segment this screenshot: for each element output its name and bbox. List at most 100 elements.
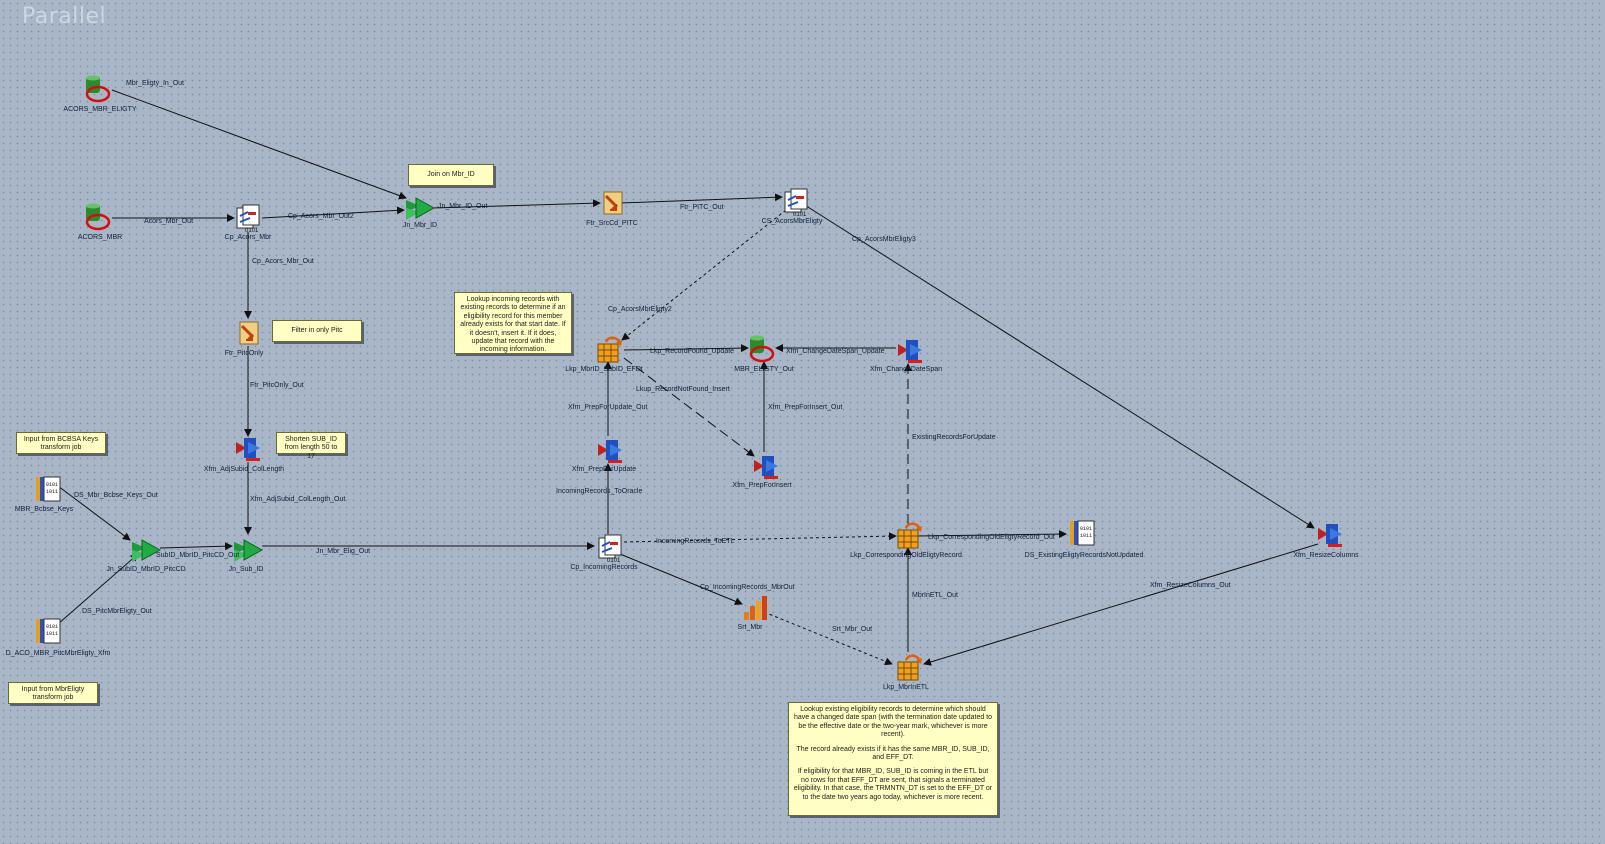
link-label: Cp_AcorsMbrEligty2 [608,306,672,313]
note-input-from-mbreligty[interactable]: Input from MbrEligty transform job [8,682,98,704]
svg-text:0101: 0101 [1080,526,1092,532]
stage-xfm-resizecolumns[interactable] [1314,518,1346,550]
stage-jn-sub-id[interactable] [232,534,264,566]
link-lkp-recordfound-update[interactable] [623,344,749,353]
stage-cp-acors-mbr[interactable]: 0101 [232,202,264,234]
link-label: Cp_Acors_Mbr_Out [252,258,314,265]
note-input-from-bcbsa[interactable]: Input from BCBSA Keys transform job [16,432,106,454]
stage-xfm-changedatespan[interactable] [894,334,926,366]
transformer-stage-icon [754,456,778,479]
link-label: Ftr_PITC_Out [680,204,724,211]
link-label: SubID_MbrID_PitcCD_Out [156,552,240,559]
svg-text:0101: 0101 [46,624,58,630]
link-label: Cp_AcorsMbrEligty3 [852,236,916,243]
link-label: IncomingRecords_ToETL [656,538,735,545]
link-label: Ftr_PitcOnly_Out [250,382,304,389]
link-xfm-resizecolumns-out[interactable] [923,543,1319,666]
lookup-stage-icon [897,522,922,549]
note-join-on-mbr-id[interactable]: Join on Mbr_ID [408,164,494,186]
stage-label: Jn_Sub_ID [228,566,264,573]
copy-stage-icon: 0101 [236,204,260,234]
stage-acors-mbr[interactable] [82,202,114,234]
join-stage-icon [132,539,162,562]
svg-text:1011: 1011 [46,489,58,495]
stage-xfm-adjsubid-collength[interactable] [232,432,264,464]
note-paragraph: If eligibility for that MBR_ID, SUB_ID i… [793,768,993,801]
stage-label: MBR_Bcbse_Keys [14,506,74,513]
link-label: IncomingRecords_ToOracle [556,488,643,495]
link-subid-mbrid-pitccd-out[interactable] [159,542,233,551]
svg-text:0101: 0101 [607,558,621,564]
link-label: Lkp_CorrespondingOldEligtyRecord_Out [928,534,1055,541]
database-stage-icon [749,335,775,363]
link-jn-mbr-id-out[interactable] [431,199,601,209]
link-label: Xfm_PrepForInsert_Out [768,404,843,411]
stage-lkp-correspondingoldeligtyrecord[interactable] [894,520,926,552]
link-cp-acors-mbr-out2[interactable] [261,206,405,219]
stage-label: MBR_ELIGTY_Out [734,366,794,373]
canvas-title: Parallel [22,4,107,29]
note-lookup-incoming[interactable]: Lookup incoming records with existing re… [454,292,572,354]
link-cp-incomingrecords-mbrout[interactable] [619,553,743,606]
link-label: Mbr_Eligty_In_Out [126,80,184,87]
link-ds-pitcmbreligty-out[interactable] [57,553,139,625]
transformer-stage-icon [598,440,622,463]
lookup-stage-icon [897,654,922,681]
note-shorten-sub-id[interactable]: Shorten SUB_ID from length 50 to 17 [276,432,346,460]
link-lkup-recordnotfound-insert[interactable] [623,357,755,457]
link-srt-mbr-out[interactable] [763,611,893,666]
stage-mbr-eligty-out[interactable] [746,334,778,366]
stage-label: Srt_Mbr [737,624,763,631]
stage-label: Xfm_ResizeColumns [1293,552,1359,559]
link-label: Xfm_ResizeColumns_Out [1150,582,1231,589]
stage-xfm-prepforupdate[interactable] [594,434,626,466]
link-label: Cp_Acors_Mbr_Out2 [288,213,354,220]
link-mbr-eligty-in-out[interactable] [111,89,407,200]
note-paragraph: The record already exists if it has the … [796,745,990,761]
stage-cp-incomingrecords[interactable]: 0101 [594,532,626,564]
stage-srt-mbr[interactable] [740,592,772,624]
lookup-stage-icon [597,336,622,363]
link-label: MbrInETL_Out [912,592,958,599]
stage-xfm-prepforinsert[interactable] [750,450,782,482]
stage-ftr-srccd-pitc[interactable] [596,188,628,220]
link-cp-acorsmbreligty2[interactable] [621,209,787,341]
link-label: Acors_Mbr_Out [144,218,194,225]
join-stage-icon [406,197,436,220]
link-label: Xfm_AdjSubid_ColLength_Out [250,496,346,503]
join-stage-icon [234,539,264,562]
note-lookup-existing[interactable]: Lookup existing eligibility records to d… [788,702,998,816]
svg-text:0101: 0101 [46,482,58,488]
stage-cs-acorsmbreligty[interactable]: 0101 [780,186,812,218]
link-ftr-pitc-out[interactable] [619,193,783,204]
link-ds-mbr-bcbse-keys-out[interactable] [57,485,131,541]
stage-lkp-mbrid-subid-efdt[interactable] [594,334,626,366]
stage-jn-subid-mbrid-pitccd[interactable] [130,534,162,566]
stage-acors-mbr-eligty[interactable] [82,74,114,106]
copy-stage-icon: 0101 [598,534,622,564]
stage-label: ACORS_MBR [77,234,123,241]
link-label: DS_PitcMbrEligty_Out [82,608,152,615]
database-stage-icon [85,75,111,103]
stage-lkp-mbrinetl[interactable] [894,652,926,684]
stage-label: Cp_Acors_Mbr [224,234,272,241]
link-label: Lkup_RecordNotFound_Insert [636,386,730,393]
transformer-stage-icon [1318,524,1342,547]
stage-label: Lkp_MbrID_SubID_EFDt [565,366,643,373]
filter-stage-icon [603,191,623,215]
stage-ftr-pitconly[interactable] [232,318,264,350]
stage-label: Ftr_SrcCd_PITC [586,220,638,227]
sort-stage-icon [744,596,767,620]
link-lkp-corresponding-out[interactable] [917,530,1067,539]
note-filter-in-only-pitc[interactable]: Filter in only Pitc [272,320,362,342]
stage-label: Cp_IncomingRecords [570,564,638,571]
link-label: ExistingRecordsForUpdate [912,434,996,441]
link-cp-acorsmbreligty3[interactable] [799,201,1315,529]
stage-jn-mbr-id[interactable] [404,192,436,224]
